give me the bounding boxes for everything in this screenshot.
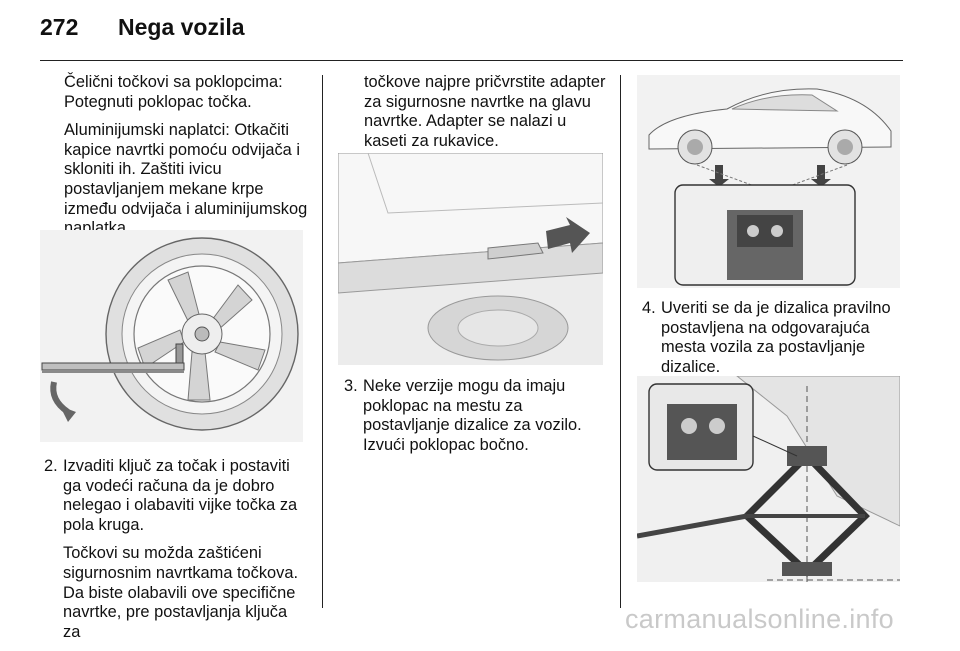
step-4-number: 4. (642, 299, 656, 317)
jack-detail-illustration (637, 376, 900, 582)
col1-para1: Čelični točkovi sa poklopcima: Potegnuti… (64, 73, 283, 111)
col2-intro-text: točkove najpre pričvrstite adapter za si… (364, 73, 609, 160)
column-divider-1 (322, 75, 323, 608)
col3-step4: 4. Uveriti se da je dizalica pravilno po… (642, 299, 897, 386)
footer-watermark: carmanualsonline.info (625, 604, 894, 634)
car-jack-points-illustration (637, 75, 900, 288)
col1-step2: 2. Izvaditi ključ za točak i postaviti g… (44, 457, 306, 651)
step-3-number: 3. (344, 377, 358, 395)
col2-para1: točkove najpre pričvrstite adapter za si… (364, 73, 606, 150)
step-2-item: 2. Izvaditi ključ za točak i postaviti g… (44, 457, 306, 651)
step-4-text: Uveriti se da je dizalica pravilno posta… (661, 299, 891, 376)
step-4-item: 4. Uveriti se da je dizalica pravilno po… (642, 299, 897, 386)
step-2-note: Točkovi su možda zaštićeni sigurnosnim n… (63, 544, 299, 641)
column-divider-2 (620, 75, 621, 608)
step-3-item: 3. Neke verzije mogu da imaju poklopac n… (344, 377, 609, 464)
jack-cover-illustration (338, 153, 603, 365)
col1-para2: Aluminijumski naplatci: Otkačiti kapice … (64, 121, 308, 238)
page-title: Nega vozila (118, 14, 245, 40)
col2-step3: 3. Neke verzije mogu da imaju poklopac n… (344, 377, 609, 464)
wheel-wrench-illustration (40, 230, 303, 442)
page-number: 272 (40, 14, 79, 40)
step-3-text: Neke verzije mogu da imaju poklopac na m… (363, 377, 582, 454)
step-2-text: Izvaditi ključ za točak i postaviti ga v… (63, 457, 298, 534)
step-2-number: 2. (44, 457, 58, 475)
col1-intro-text: Čelični točkovi sa poklopcima: Potegnuti… (64, 73, 314, 248)
header-rule (40, 60, 903, 61)
